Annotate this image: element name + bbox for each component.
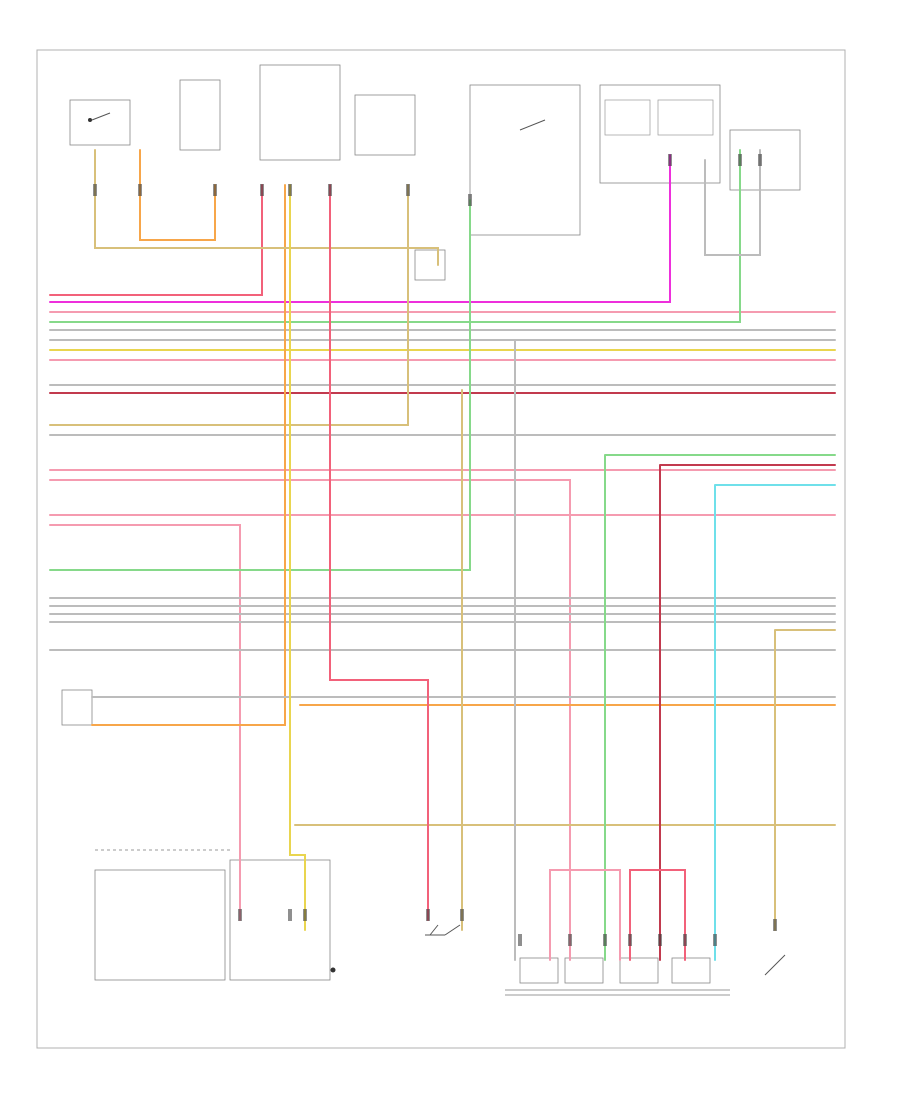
fuse-block-right: [354, 94, 416, 156]
wire-gray-37: [704, 149, 761, 256]
wire-tan-34: [774, 629, 836, 931]
wire-green-3: [49, 149, 741, 323]
connector-pin: [603, 934, 607, 946]
wire-red-28: [329, 184, 429, 921]
connector-pin: [288, 909, 292, 921]
wire-pink-35: [549, 869, 621, 961]
connector-pin: [303, 909, 307, 921]
connector-pin: [658, 934, 662, 946]
ignition-switch: [69, 99, 131, 146]
clutch-switch: [425, 924, 461, 936]
fuse-block-left: [179, 79, 221, 151]
connector-pin: [238, 909, 242, 921]
wire-cyan-32: [714, 484, 836, 961]
connector-pin: [738, 154, 742, 166]
connector-pin: [460, 909, 464, 921]
wire-green-16: [49, 199, 471, 571]
underhood-fuse: [469, 84, 581, 236]
relay-center: [599, 84, 721, 184]
connector-pin: [683, 934, 687, 946]
sensor-right: [764, 954, 786, 976]
fuel-injectors: [505, 957, 730, 996]
connector-pin: [758, 154, 762, 166]
wire-orange-22: [91, 184, 286, 726]
connector-pin: [260, 184, 264, 196]
wires-layer: [49, 149, 836, 961]
connector-pin: [406, 184, 410, 196]
wire-green-30: [604, 454, 836, 961]
ground-top-right: [729, 129, 801, 191]
wire-pink-13: [49, 479, 571, 961]
wire-tan-10: [49, 184, 409, 426]
connector-pin: [713, 934, 717, 946]
connector-pin: [568, 934, 572, 946]
fuse-block-mid: [259, 64, 341, 161]
connector-pin: [628, 934, 632, 946]
connector-pin: [773, 919, 777, 931]
connector-pin: [328, 184, 332, 196]
diagram-frame: [36, 49, 846, 1049]
wire-orange-26: [139, 149, 216, 241]
connector-pin: [138, 184, 142, 196]
connector-pin: [518, 934, 522, 946]
connector-pin: [668, 154, 672, 166]
connector-pin: [288, 184, 292, 196]
wire-tan-27: [94, 149, 439, 266]
transmission-connector: [414, 249, 446, 281]
connector-pin: [468, 194, 472, 206]
ecm-connector: [94, 849, 331, 981]
wire-red-36: [629, 869, 686, 961]
wire-yellow-38: [289, 184, 306, 931]
connector-pin: [426, 909, 430, 921]
wire-magenta-1: [49, 154, 671, 303]
wire-pink-15: [49, 524, 241, 921]
wire-dark_red-31: [659, 464, 836, 961]
connector-pin: [93, 184, 97, 196]
sensor-left: [61, 689, 93, 726]
connector-pin: [213, 184, 217, 196]
wire-red-0: [49, 184, 263, 296]
ground-mid: [330, 967, 336, 973]
